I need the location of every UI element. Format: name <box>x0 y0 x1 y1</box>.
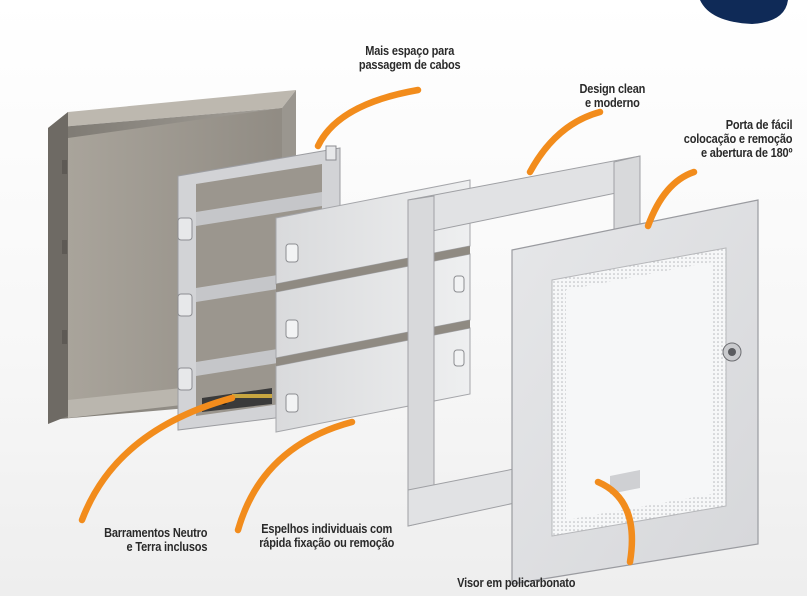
callout-design: Design clean e moderno <box>579 82 646 110</box>
callout-busbars: Barramentos Neutro e Terra inclusos <box>103 526 207 554</box>
arc-cable-space <box>314 86 422 150</box>
arc-design <box>526 108 604 176</box>
door-lock-icon <box>722 342 742 362</box>
brand-badge-icon <box>700 0 788 24</box>
arc-busbars <box>78 394 236 524</box>
arc-door <box>644 168 698 230</box>
door <box>511 199 759 585</box>
callout-arcs <box>78 86 698 566</box>
callout-visor: Visor em policarbonato <box>456 576 575 590</box>
callout-cable-space: Mais espaço para passagem de cabos <box>358 44 461 72</box>
arc-visor <box>594 478 636 566</box>
arc-mirrors <box>234 418 356 534</box>
callout-mirrors: Espelhos individuais com rápida fixação … <box>259 522 395 550</box>
callout-door: Porta de fácil colocação e remoção e abe… <box>683 118 792 160</box>
